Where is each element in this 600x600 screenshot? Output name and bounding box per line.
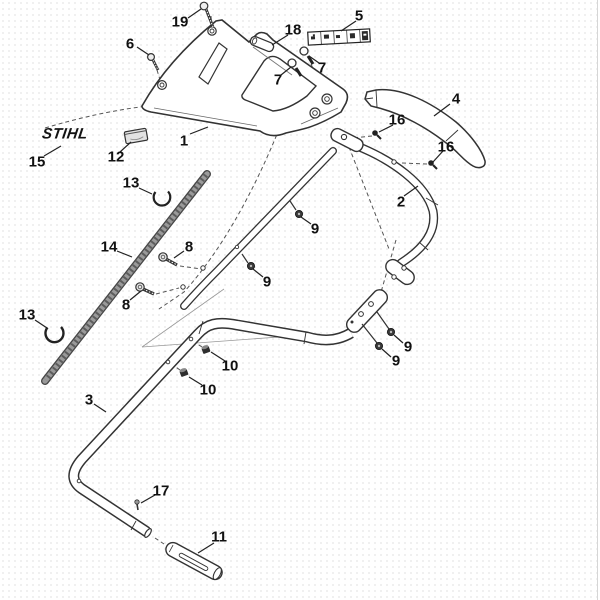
part-1-bracket	[141, 19, 349, 137]
part-13-clip-lower	[44, 326, 65, 344]
screw-7-right	[299, 46, 315, 65]
screw-9-group	[241, 200, 395, 350]
callout-8-lower: 8	[121, 296, 131, 314]
callout-2: 2	[396, 193, 406, 211]
bolt-8-upper	[158, 252, 178, 267]
callout-16-upper: 16	[388, 111, 406, 129]
part-18-pin	[249, 35, 275, 53]
callout-16-right: 16	[437, 138, 455, 156]
screw-7-left	[287, 58, 303, 77]
screw-19	[199, 1, 215, 28]
callout-15: 15	[28, 153, 46, 171]
screw-16-upper	[372, 130, 382, 140]
nut-10-group	[179, 345, 211, 377]
callout-18: 18	[284, 21, 302, 39]
callout-9-a: 9	[310, 220, 320, 238]
callout-13-lower: 13	[18, 306, 36, 324]
callout-19: 19	[171, 13, 189, 31]
screw-17	[134, 499, 140, 511]
bracket-slot	[198, 42, 228, 85]
callout-10-b: 10	[199, 381, 217, 399]
callout-3: 3	[84, 391, 94, 409]
stihl-logo: STIHL	[40, 125, 90, 143]
part-13-clip-upper	[152, 190, 172, 207]
callout-1: 1	[179, 132, 189, 150]
callout-10-a: 10	[221, 357, 239, 375]
callout-14: 14	[100, 238, 118, 256]
callout-11: 11	[211, 528, 227, 546]
bolt-8-lower	[135, 282, 155, 296]
callout-7-left: 7	[273, 71, 283, 89]
screw-6	[147, 52, 160, 71]
callout-4: 4	[451, 90, 461, 108]
callout-9-b: 9	[262, 273, 272, 291]
part-14-rod	[41, 170, 211, 385]
part-3-lower-handle	[68, 289, 389, 538]
part-5-label-strip	[307, 28, 371, 46]
callout-17: 17	[152, 482, 170, 500]
part-11-grip-sleeve	[165, 541, 223, 581]
leader-lines	[34, 8, 451, 554]
callout-5: 5	[354, 7, 364, 25]
callout-9-d: 9	[391, 352, 401, 370]
callout-13-upper: 13	[122, 174, 140, 192]
callout-7-right: 7	[317, 59, 327, 77]
part-4-handle-grip	[364, 88, 486, 169]
part-2-upper-handle	[180, 127, 439, 310]
callout-8-upper: 8	[184, 238, 194, 256]
screw-16-right	[428, 160, 438, 170]
callout-9-c: 9	[403, 338, 413, 356]
part-12-plate	[123, 127, 149, 145]
callout-6: 6	[125, 35, 135, 53]
callout-12: 12	[107, 148, 125, 166]
